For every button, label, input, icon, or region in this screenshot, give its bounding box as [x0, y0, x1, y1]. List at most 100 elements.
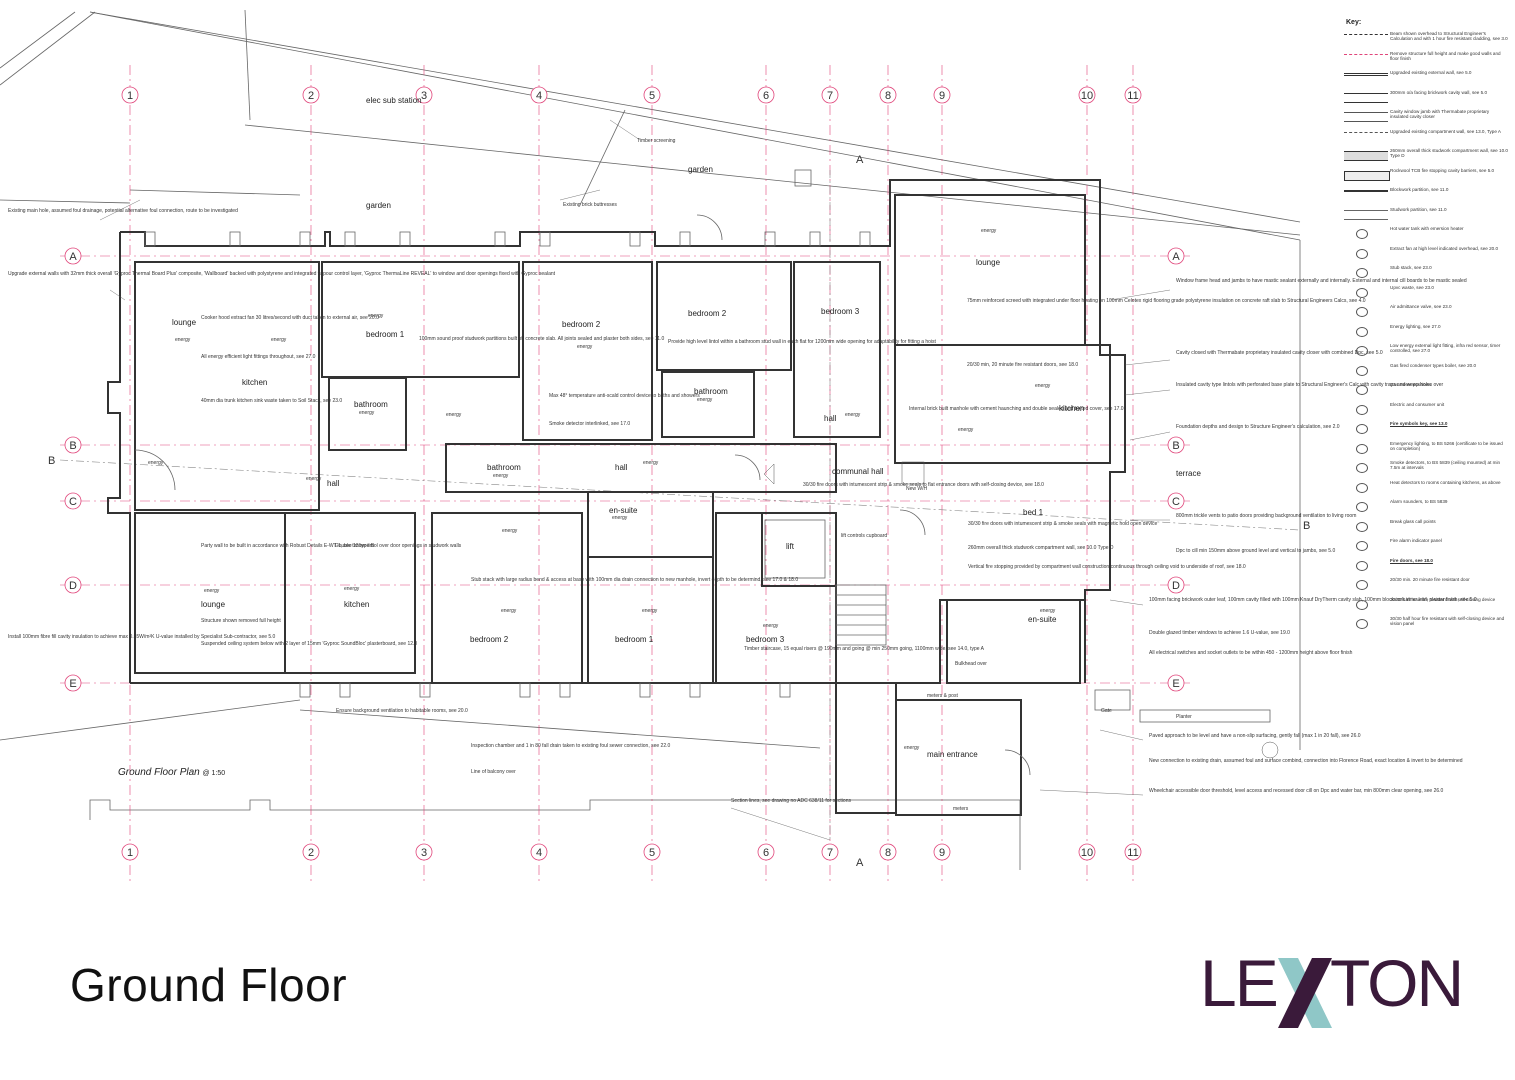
- key-title: Key:: [1346, 19, 1362, 26]
- key-item-label: Studwork partition, see 11.0: [1390, 206, 1447, 212]
- key-item: 260mm overall thick studwork compartment…: [1340, 148, 1510, 162]
- section-mark: B: [48, 455, 55, 467]
- key-symbol-icon: [1344, 73, 1388, 84]
- section-lines: [59, 170, 1301, 840]
- key-item-label: Extract fan at high level indicated over…: [1390, 245, 1499, 251]
- key-item-label: 30/30 half hour fire resistant with self…: [1390, 616, 1505, 627]
- key-symbol-icon: [1356, 268, 1368, 278]
- room-label: lounge: [976, 258, 1001, 267]
- grid-row-label: E: [1172, 678, 1179, 690]
- grid-row-label: D: [1172, 580, 1180, 592]
- plan-scale-title: Ground Floor Plan @ 1:50: [118, 767, 225, 778]
- key-item: Remove structure full height and make go…: [1340, 51, 1510, 65]
- annotation: 260mm overall thick studwork compartment…: [968, 545, 1114, 551]
- grid-row-label: C: [69, 496, 77, 508]
- grid-row-label: E: [69, 678, 76, 690]
- room-label: bed 1: [1023, 508, 1044, 517]
- annotation: Stub stack with large radius bend & acce…: [471, 577, 798, 583]
- energy-label: energy: [306, 476, 322, 482]
- grid-col-label: 7: [827, 847, 833, 859]
- grid-col-label: 9: [939, 847, 945, 859]
- key-item: Upgraded existing external wall, see 5.0: [1340, 70, 1510, 84]
- room-label: garden: [366, 201, 391, 210]
- annotation: Ensure background ventilation to habitab…: [336, 708, 468, 714]
- small-label: lift controls cupboard: [841, 533, 887, 539]
- annotation: Wheelchair accessible door threshold, le…: [1149, 788, 1444, 794]
- key-symbol-icon: [1344, 34, 1388, 43]
- key-item-label: Fire symbols key, see 13.0: [1390, 421, 1448, 426]
- section-mark: B: [1303, 520, 1310, 532]
- key-symbol-icon: [1344, 53, 1388, 63]
- key-symbol-icon: [1356, 599, 1368, 610]
- key-symbol-icon: [1344, 131, 1388, 141]
- room-label: main entrance: [927, 750, 978, 759]
- annotation: Window frame head and jambs to have mast…: [1176, 278, 1467, 284]
- key-symbol-icon: [1356, 365, 1368, 376]
- grid-row-label: B: [1172, 440, 1179, 452]
- key-item: 30/30 half hour fire resistant with self…: [1340, 616, 1510, 630]
- key-item: Air admittance valve, see 23.0: [1340, 304, 1510, 318]
- key-symbol-icon: [1356, 248, 1368, 259]
- room-label: kitchen: [344, 600, 369, 609]
- energy-label: energy: [493, 473, 509, 479]
- grid-col-label: 10: [1081, 90, 1093, 102]
- key-symbol-icon: [1356, 404, 1368, 415]
- energy-label: energy: [697, 397, 713, 403]
- key-item-label: Energy lighting, see 27.0: [1390, 323, 1441, 329]
- key-symbol-icon: [1356, 580, 1368, 590]
- grid-col-label: 7: [827, 90, 833, 102]
- annotation: Foundation depths and design to Structur…: [1176, 424, 1340, 430]
- plan-scale: @ 1:50: [202, 770, 226, 777]
- grid-col-label: 2: [308, 847, 314, 859]
- key-item-label: Electric and consumer unit: [1390, 401, 1445, 407]
- annotation: Line of balcony over: [471, 769, 516, 775]
- annotation: Cavity closed with Thermabate proprietar…: [1176, 350, 1383, 356]
- grid-row-label: D: [69, 580, 77, 592]
- key-symbol-icon: [1344, 92, 1388, 103]
- key-symbol-icon: [1356, 521, 1368, 532]
- annotation: Inspection chamber and 1 in 80 fall drai…: [471, 743, 671, 749]
- room-label: en-suite: [1028, 615, 1057, 624]
- key-item-label: Break glass call points: [1390, 518, 1436, 524]
- key-symbol-icon: [1344, 112, 1388, 122]
- key-item-label: Emergency lighting, to BS 5266 (certific…: [1390, 440, 1503, 451]
- leader-lines: [99, 119, 1171, 841]
- key-item: Smoke detectors, to BS 5839 (ceiling mou…: [1340, 460, 1510, 474]
- key-symbol-icon: [1344, 151, 1388, 161]
- room-label: bedroom 3: [746, 635, 785, 644]
- annotation: Max 48° temperature anti-scald control d…: [549, 393, 700, 399]
- key-symbol-icon: [1356, 443, 1368, 454]
- grid-col-label: 4: [536, 90, 542, 102]
- key-item: Fire alarm indicator panel: [1340, 538, 1510, 552]
- annotation: Double timber lintol over door openings …: [335, 543, 462, 549]
- key-item-label: Alarm sounders, to BS 5839: [1390, 499, 1448, 504]
- key-item: Fire doors, see 18.0: [1340, 558, 1510, 572]
- grid-col-label: 5: [649, 847, 655, 859]
- room-label: communal hall: [832, 467, 884, 476]
- room-label: lift: [786, 542, 795, 551]
- grid-col-label: 3: [421, 90, 427, 102]
- key-symbol-icon: [1356, 424, 1368, 434]
- grid-row-label: A: [1172, 251, 1180, 263]
- energy-label: energy: [642, 608, 658, 614]
- annotation: Install 100mm fibre fill cavity insulati…: [8, 634, 276, 640]
- key-symbol-icon: [1356, 463, 1368, 473]
- key-item-label: Gas meter positions: [1390, 382, 1431, 387]
- small-label: Bulkhead over: [955, 661, 987, 667]
- section-mark: A: [856, 857, 864, 869]
- annotation: 100mm facing brickwork outer leaf, 100mm…: [1149, 597, 1477, 603]
- key-symbol-icon: [1356, 502, 1368, 512]
- grid-col-label: 8: [885, 90, 891, 102]
- key-item-label: Smoke detectors, to BS 5839 (ceiling mou…: [1390, 460, 1501, 471]
- grid-row-label: C: [1172, 496, 1180, 508]
- energy-label: energy: [368, 313, 384, 319]
- key-item: Studwork partition, see 11.0: [1340, 207, 1510, 221]
- grid-col-label: 1: [127, 90, 133, 102]
- annotation: Insulated cavity type lintols with perfo…: [1176, 382, 1444, 388]
- key-item: Stub stack, see 23.0: [1340, 265, 1510, 279]
- key-item-label: Beam shown overhead to Structural Engine…: [1390, 31, 1508, 42]
- svg-text:TONS: TONS: [1330, 946, 1460, 1020]
- key-item: Emergency lighting, to BS 5266 (certific…: [1340, 441, 1510, 455]
- energy-label: energy: [1035, 383, 1051, 389]
